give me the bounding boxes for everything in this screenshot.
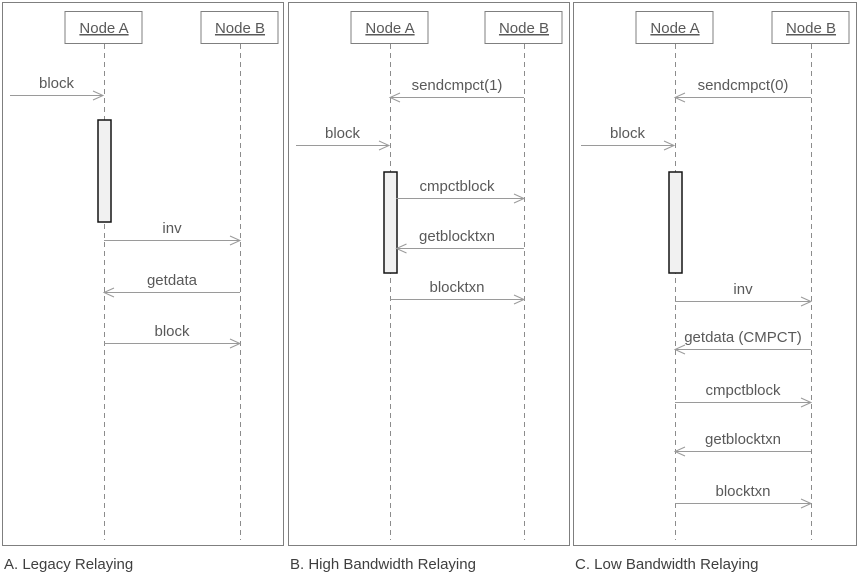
message-label: inv [733,281,753,298]
arrowhead-icon [673,446,686,457]
panel-1: block inv getdata block Node A Node B A. Legac… [2,2,284,573]
actor-label: Node B [786,20,836,37]
message-label: getdata (CMPCT) [684,329,802,346]
message-label: inv [162,220,182,237]
activation-bar [97,119,112,223]
actor-label: Node B [215,20,265,37]
arrowhead-icon [229,338,242,349]
panel-frame [288,2,570,546]
actor-box-node-b [771,11,850,44]
message-label: sendcmpct(0) [698,77,789,94]
actor-box-node-a [635,11,714,44]
message-label: block [39,75,75,92]
activation-bar [668,171,683,274]
actor-label: Node A [365,20,414,37]
arrowhead-icon [378,140,391,151]
arrowhead-icon [663,140,676,151]
actor-box-node-a [64,11,143,44]
arrowhead-icon [102,287,115,298]
actor-box-node-a [350,11,429,44]
message-label: getblocktxn [705,431,781,448]
arrowhead-icon [395,243,407,254]
message-label: block [325,125,361,142]
arrowhead-icon [800,397,813,408]
actor-box-node-b [200,11,279,44]
actor-label: Node B [499,20,549,37]
message-label: block [610,125,646,142]
arrowhead-icon [800,498,813,509]
message-label: blocktxn [715,483,770,500]
arrowhead-icon [513,193,526,204]
arrowhead-icon [92,90,105,101]
message-label: cmpctblock [705,382,781,399]
message-label: getblocktxn [419,228,495,245]
panel-caption: C. Low Bandwidth Relaying [575,556,758,573]
arrowhead-icon [229,235,242,246]
activation-bar [383,171,398,274]
panel-frame [573,2,857,546]
panel-2: sendcmpct(1) block cmpctblock getblocktxn bl… [288,2,570,573]
panel-3: sendcmpct(0) block inv getdata (CMPCT) cmpct… [573,2,857,573]
actor-label: Node A [79,20,128,37]
actor-box-node-b [484,11,563,44]
arrowhead-icon [673,344,686,355]
message-label: sendcmpct(1) [412,77,503,94]
message-label: block [154,323,190,340]
message-label: getdata [147,272,198,289]
actor-label: Node A [650,20,699,37]
panel-caption: B. High Bandwidth Relaying [290,556,476,573]
arrowhead-icon [388,92,401,103]
arrowhead-icon [800,296,813,307]
arrowhead-icon [673,92,686,103]
arrowhead-icon [513,294,526,305]
panel-frame [2,2,284,546]
message-label: cmpctblock [419,178,495,195]
panel-caption: A. Legacy Relaying [4,556,133,573]
message-label: blocktxn [429,279,484,296]
